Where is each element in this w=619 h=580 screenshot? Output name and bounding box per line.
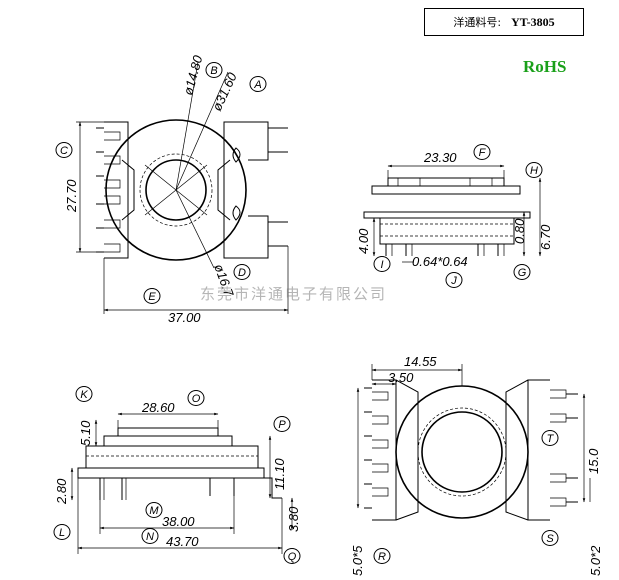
dim-w37-00: 37.00 bbox=[168, 310, 201, 325]
svg-text:D: D bbox=[238, 267, 246, 279]
svg-text:G: G bbox=[518, 267, 527, 279]
dim-w38-00: 38.00 bbox=[162, 514, 195, 529]
tag-n: N bbox=[141, 528, 159, 544]
dim-h4-00: 4.00 bbox=[356, 228, 371, 254]
tag-h: H bbox=[525, 162, 543, 178]
svg-text:P: P bbox=[278, 419, 286, 431]
tag-q: Q bbox=[283, 548, 301, 564]
svg-text:H: H bbox=[530, 165, 538, 177]
tag-j: J bbox=[445, 272, 463, 288]
dim-p5-0x2: 5.0*2 bbox=[588, 545, 603, 576]
watermark-text: 东莞市洋通电子有限公司 bbox=[200, 285, 388, 303]
svg-text:B: B bbox=[210, 65, 217, 77]
tag-o: O bbox=[187, 390, 205, 406]
dim-w23-30: 23.30 bbox=[423, 150, 457, 165]
tag-e: E bbox=[143, 288, 161, 304]
part-number-label: 洋通料号: bbox=[453, 16, 502, 29]
tag-p: P bbox=[273, 416, 291, 432]
svg-text:M: M bbox=[149, 505, 159, 517]
tag-k: K bbox=[75, 386, 93, 402]
tag-m: M bbox=[145, 502, 163, 518]
svg-text:T: T bbox=[547, 433, 555, 445]
svg-text:Q: Q bbox=[288, 551, 297, 563]
callout-tags: A B C D E F G H I J K L M N O P Q R S T bbox=[53, 62, 559, 564]
tag-c: C bbox=[55, 142, 73, 158]
bottom-view bbox=[356, 364, 591, 521]
svg-text:C: C bbox=[60, 145, 68, 157]
dim-p0-64: 0.64*0.64 bbox=[412, 254, 468, 269]
svg-text:S: S bbox=[546, 533, 554, 545]
dim-h2-80: 2.80 bbox=[54, 478, 69, 505]
dim-w28-60: 28.60 bbox=[141, 400, 175, 415]
dim-h15-0: 15.0 bbox=[586, 448, 601, 474]
svg-text:N: N bbox=[146, 531, 154, 543]
dim-p5-0x5: 5.0*5 bbox=[350, 545, 365, 576]
tag-t: T bbox=[541, 430, 559, 446]
dim-h5-10: 5.10 bbox=[78, 420, 93, 446]
title-box: 洋通料号: YT-3805 bbox=[424, 8, 584, 36]
svg-text:O: O bbox=[192, 393, 201, 405]
tag-i: I bbox=[373, 256, 391, 272]
tag-l: L bbox=[53, 524, 71, 540]
part-number: YT-3805 bbox=[511, 14, 555, 29]
svg-text:F: F bbox=[479, 147, 487, 159]
dim-h6-70: 6.70 bbox=[538, 224, 553, 250]
dim-w3-50: 3.50 bbox=[388, 370, 414, 385]
dim-h0-80: 0.80 bbox=[512, 218, 527, 244]
top-view bbox=[76, 61, 289, 314]
dim-h3-80: 3.80 bbox=[286, 506, 301, 532]
dim-h11-10: 11.10 bbox=[272, 458, 287, 490]
dim-d14-80: ø14.80 bbox=[180, 53, 205, 97]
dim-h27-70: 27.70 bbox=[64, 179, 79, 213]
tag-f: F bbox=[473, 144, 491, 160]
side-view bbox=[363, 164, 542, 263]
tag-a: A bbox=[249, 76, 267, 92]
tag-s: S bbox=[541, 530, 559, 546]
svg-text:I: I bbox=[380, 259, 383, 271]
rohs-mark: RoHS bbox=[523, 57, 567, 76]
tag-g: G bbox=[513, 264, 531, 280]
svg-text:K: K bbox=[80, 389, 88, 401]
front-view bbox=[70, 412, 294, 554]
svg-text:E: E bbox=[148, 291, 156, 303]
tag-r: R bbox=[373, 548, 391, 564]
svg-text:A: A bbox=[253, 79, 261, 91]
svg-text:J: J bbox=[450, 275, 457, 287]
svg-text:R: R bbox=[378, 551, 386, 563]
dim-w43-70: 43.70 bbox=[166, 534, 199, 549]
dim-w14-55: 14.55 bbox=[404, 354, 437, 369]
tag-b: B bbox=[205, 62, 223, 78]
svg-text:L: L bbox=[59, 527, 65, 539]
tag-d: D bbox=[233, 264, 251, 280]
